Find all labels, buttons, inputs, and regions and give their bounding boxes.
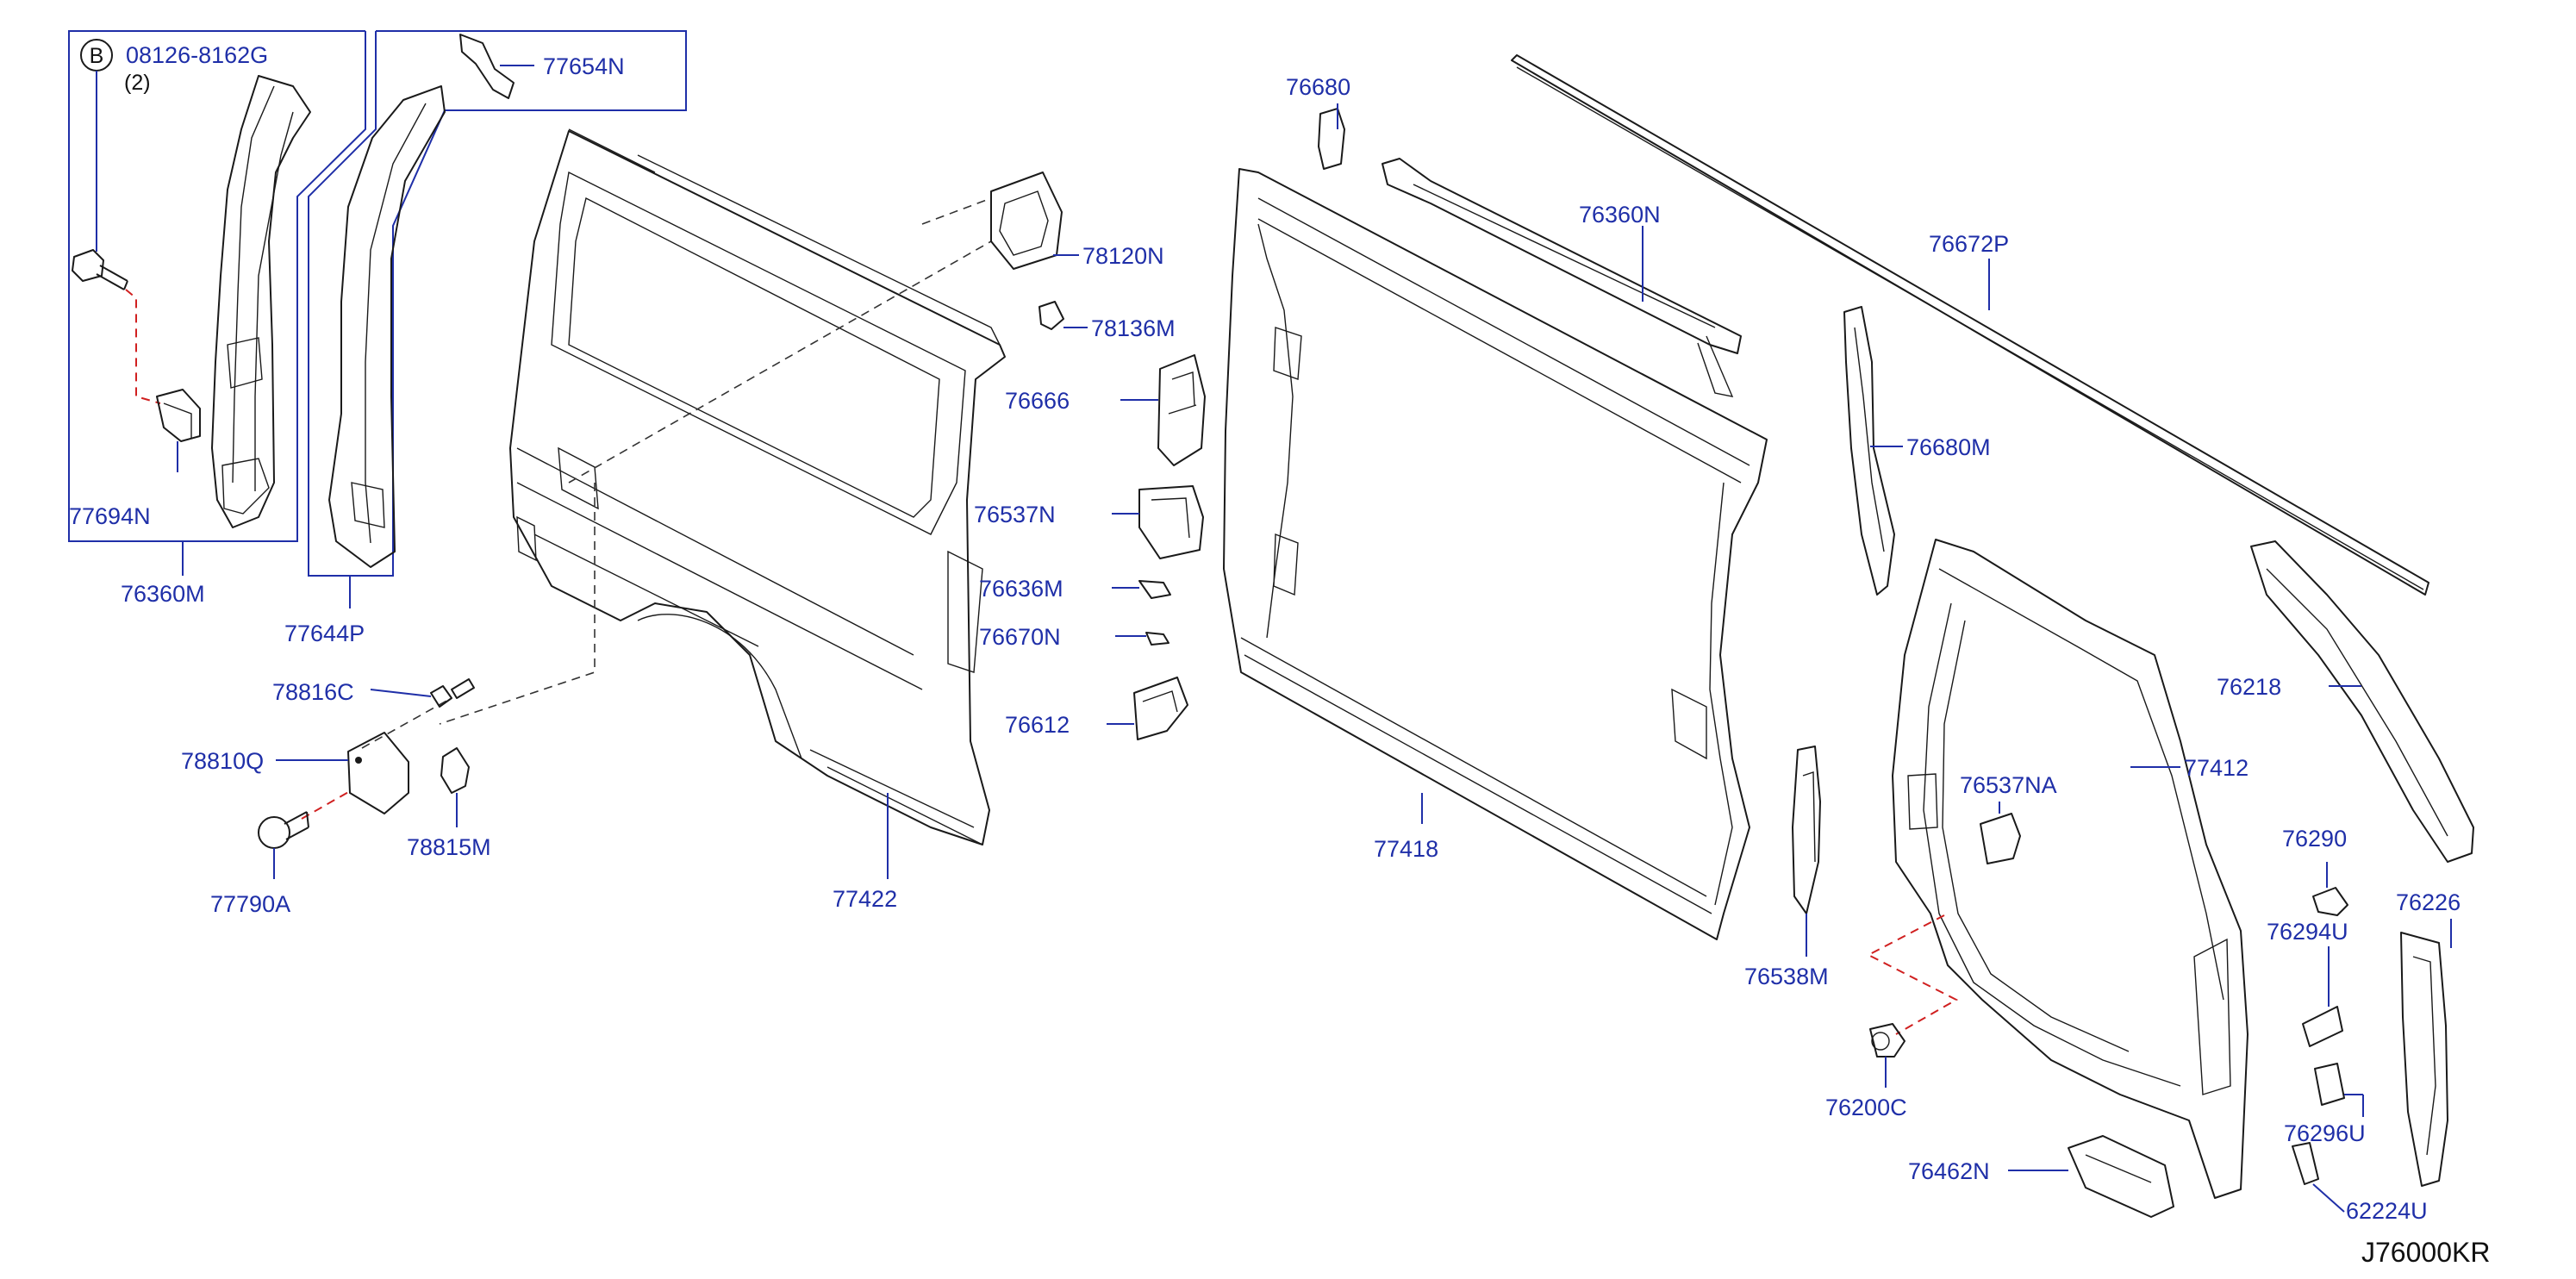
- label-76218[interactable]: 76218: [2217, 674, 2281, 700]
- label-78810q[interactable]: 78810Q: [181, 748, 264, 774]
- label-77418[interactable]: 77418: [1374, 836, 1438, 862]
- bolt-callout: B 08126-8162G (2): [80, 39, 268, 252]
- bracket-76666-icon: [1157, 354, 1206, 466]
- clip-76670n-icon: [1145, 632, 1169, 646]
- fuel-lid-78810q-icon: [347, 732, 409, 814]
- bracket-62224u-icon: [2292, 1142, 2319, 1185]
- screw-77790a-icon: [258, 811, 309, 849]
- label-76537n[interactable]: 76537N: [974, 502, 1056, 527]
- label-08126-8162g[interactable]: 08126-8162G: [126, 42, 268, 68]
- pillar-76218-icon: [2250, 540, 2474, 863]
- bolt-quantity: (2): [124, 71, 151, 95]
- clip-78815m-icon: [440, 747, 470, 794]
- label-77790a[interactable]: 77790A: [210, 891, 290, 917]
- label-76462n[interactable]: 76462N: [1908, 1158, 1990, 1184]
- vent-78120n-icon: [990, 172, 1063, 270]
- bolt-symbol: B: [90, 44, 104, 68]
- label-62224u[interactable]: 62224U: [2346, 1198, 2428, 1224]
- bracket-76680m-icon: [1843, 306, 1895, 596]
- bracket-77694n-icon: [156, 389, 201, 442]
- rail-76360n-icon: [1382, 158, 1742, 397]
- label-78136m[interactable]: 78136M: [1091, 315, 1176, 341]
- label-76680[interactable]: 76680: [1286, 74, 1350, 100]
- grommet-76200c-icon: [1869, 1023, 1905, 1058]
- bracket-76294u-icon: [2302, 1006, 2343, 1047]
- label-78815m[interactable]: 78815M: [407, 834, 491, 860]
- bumper-78816c-icon: [430, 678, 475, 708]
- door-frame-77412-icon: [1892, 539, 2249, 1199]
- label-77694n[interactable]: 77694N: [69, 503, 151, 529]
- label-76296u[interactable]: 76296U: [2284, 1120, 2366, 1146]
- clip-76636m-icon: [1138, 580, 1171, 599]
- label-77422[interactable]: 77422: [833, 886, 897, 912]
- clip-78136m-icon: [1039, 301, 1064, 330]
- label-76200c[interactable]: 76200C: [1825, 1095, 1907, 1120]
- body-side-77418-icon: [1223, 168, 1768, 940]
- diagram-code: J76000KR: [2361, 1237, 2490, 1268]
- label-76226[interactable]: 76226: [2396, 889, 2461, 915]
- label-76636m[interactable]: 76636M: [979, 576, 1063, 602]
- bracket-76296u-icon: [2314, 1063, 2345, 1106]
- label-76672p[interactable]: 76672P: [1929, 231, 2009, 257]
- label-76680m[interactable]: 76680M: [1906, 434, 1991, 460]
- bracket-76538m-icon: [1792, 746, 1821, 914]
- label-76538m[interactable]: 76538M: [1744, 964, 1829, 989]
- label-76290[interactable]: 76290: [2282, 826, 2347, 852]
- bolt-icon: [72, 249, 128, 290]
- pillar-76360m-icon: [211, 75, 311, 528]
- label-77644p[interactable]: 77644P: [284, 621, 365, 646]
- label-76612[interactable]: 76612: [1005, 712, 1070, 738]
- bracket-76680-icon: [1318, 108, 1345, 170]
- label-76666[interactable]: 76666: [1005, 388, 1070, 414]
- gusset-76612-icon: [1133, 677, 1188, 740]
- label-78120n[interactable]: 78120N: [1082, 243, 1164, 269]
- label-77412[interactable]: 77412: [2184, 755, 2249, 781]
- box-76360m: [68, 30, 366, 542]
- label-76360n[interactable]: 76360N: [1579, 202, 1661, 228]
- label-76294u[interactable]: 76294U: [2267, 919, 2348, 945]
- pillar-77644p-icon: [328, 85, 446, 568]
- roof-rail-76672p-icon: [1511, 54, 2429, 596]
- panel-76462n-icon: [2068, 1135, 2174, 1218]
- group-77644p: 77644P 77654N: [284, 30, 687, 646]
- label-76537na[interactable]: 76537NA: [1960, 772, 2057, 798]
- body-side-77422-icon: [509, 128, 1006, 845]
- clip-77654n-icon: [459, 34, 515, 99]
- bracket-76537na-icon: [1980, 813, 2021, 864]
- label-78816c[interactable]: 78816C: [272, 679, 354, 705]
- group-76360m: B 08126-8162G (2) 77694N 76360M: [68, 30, 366, 607]
- label-76670n[interactable]: 76670N: [979, 624, 1061, 650]
- label-77654n[interactable]: 77654N: [543, 53, 625, 79]
- box-77644p: [308, 30, 687, 577]
- bracket-76537n-icon: [1138, 485, 1204, 559]
- label-76360m[interactable]: 76360M: [121, 581, 205, 607]
- clip-76290-icon: [2312, 887, 2348, 916]
- bracket-76226-icon: [2400, 932, 2448, 1187]
